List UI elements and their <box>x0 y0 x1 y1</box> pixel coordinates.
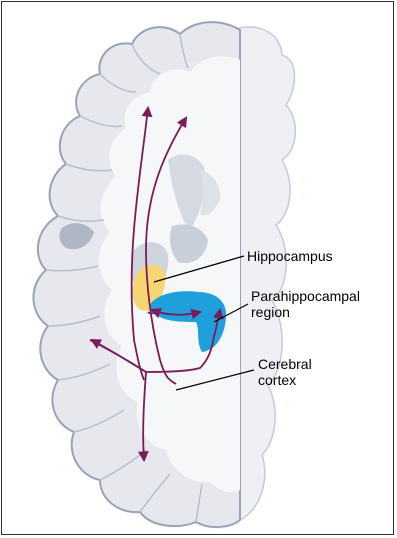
parahippocampal-label-line1: Parahippocampal <box>251 288 360 304</box>
cerebral-cortex-label: Cerebral cortex <box>258 356 312 388</box>
cerebral-cortex-label-line1: Cerebral <box>258 356 312 372</box>
parahippocampal-label: Parahippocampal region <box>251 288 360 320</box>
opposite-hemisphere <box>232 27 295 520</box>
cerebral-cortex-label-line2: cortex <box>258 372 312 388</box>
hippocampus-label: Hippocampus <box>247 248 333 264</box>
parahippocampal-label-line2: region <box>251 304 360 320</box>
